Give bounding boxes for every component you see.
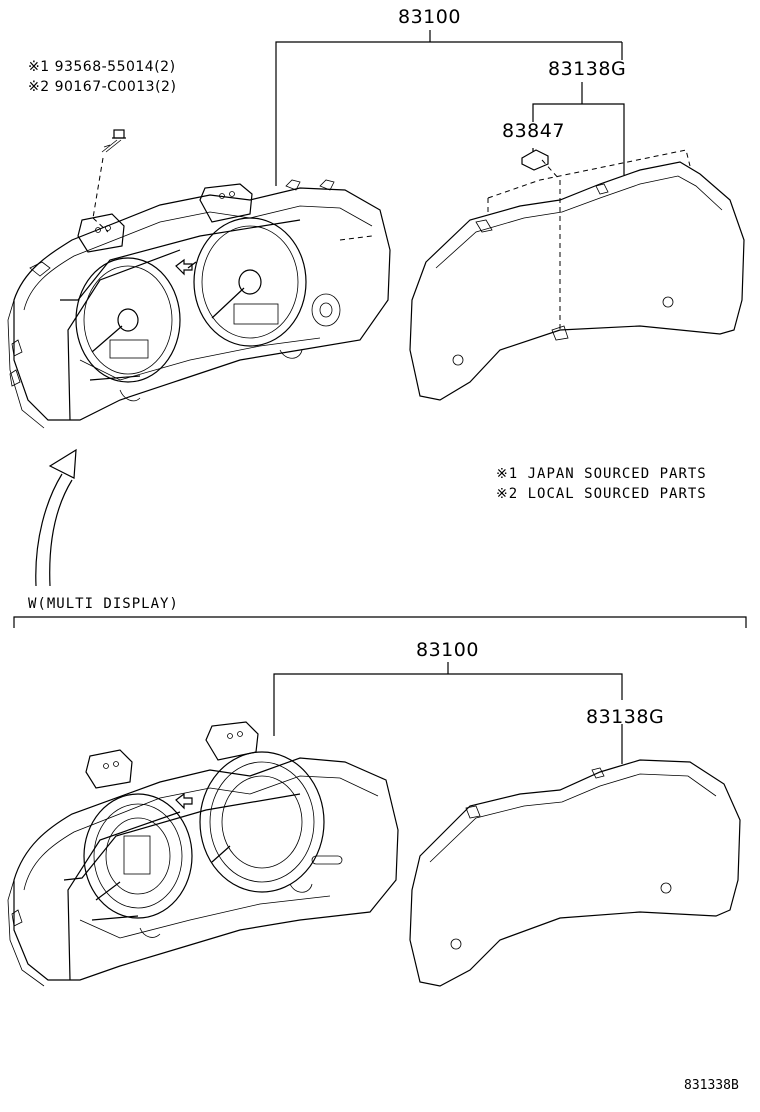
variant-label: W(MULTI DISPLAY): [28, 596, 179, 612]
variant-arrow-icon: [35, 448, 77, 587]
bottom-assembly-label: 83100: [416, 639, 479, 661]
illustration-code: 831338B: [684, 1078, 739, 1093]
top-plate-label: 83847: [502, 120, 565, 142]
legend-local-sourced: ※2 LOCAL SOURCED PARTS: [496, 486, 707, 502]
combination-meter-assembly-top: [7, 179, 391, 429]
bottom-lens-label: 83138G: [586, 706, 665, 728]
legend-japan-sourced: ※1 JAPAN SOURCED PARTS: [496, 466, 707, 482]
top-lens-label: 83138G: [548, 58, 627, 80]
plate-83847-icon: [521, 149, 549, 171]
bolt-note-2: ※2 90167-C0013(2): [28, 79, 177, 95]
meter-glass-bottom: [409, 759, 741, 987]
top-leader-lines: [275, 30, 625, 186]
meter-glass-top: [409, 149, 745, 401]
combination-meter-assembly-bottom: [7, 721, 399, 987]
bottom-leader-lines: [273, 662, 623, 764]
top-assembly-label: 83100: [398, 6, 461, 28]
variant-divider: [13, 616, 747, 628]
bolt-icon: [92, 129, 126, 233]
bolt-note-1: ※1 93568-55014(2): [28, 59, 176, 75]
